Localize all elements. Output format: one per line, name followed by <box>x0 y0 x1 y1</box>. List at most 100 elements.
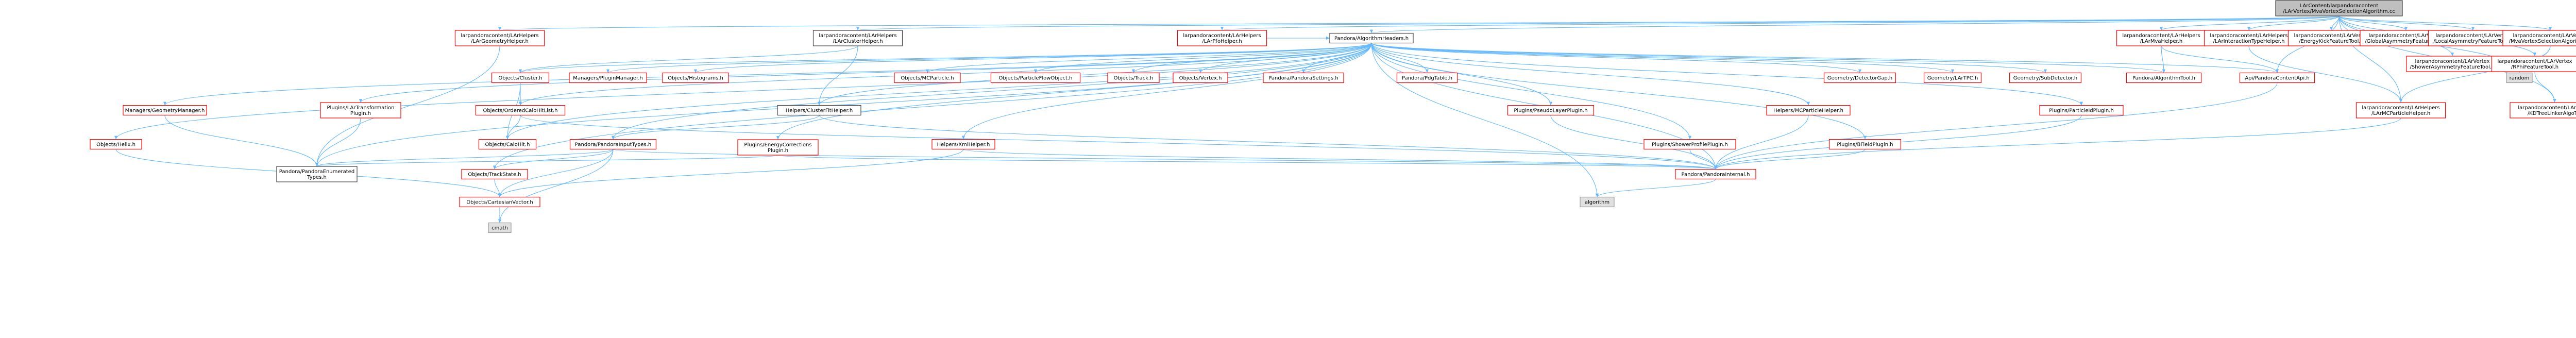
graph-node-lartpc[interactable]: Geometry/LArTPC.h <box>1923 72 1982 83</box>
graph-node-mvavtxsel[interactable]: larpandoracontent/LArVertex/MvaVertexSel… <box>2502 30 2576 46</box>
graph-node-mcparticle[interactable]: Objects/MCParticle.h <box>894 72 961 83</box>
graph-node-pdgtable[interactable]: Pandora/PdgTable.h <box>1396 72 1458 83</box>
edge-mvahelper-to-algtool <box>2161 45 2166 73</box>
graph-node-kdtree[interactable]: larpandoracontent/LArUtility/KDTreeLinke… <box>2510 102 2576 119</box>
node-box <box>990 72 1081 83</box>
graph-node-bfield[interactable]: Plugins/BFieldPlugin.h <box>1828 139 1902 150</box>
graph-node-geomhelper[interactable]: larpandoracontent/LArHelpers/LArGeometry… <box>454 30 545 46</box>
edge-root-to-mvavtxsel <box>2338 15 2552 31</box>
graph-node-subdetector[interactable]: Geometry/SubDetector.h <box>2009 72 2082 83</box>
graph-node-pfo[interactable]: Objects/ParticleFlowObject.h <box>990 72 1081 83</box>
graph-node-orderedcalo[interactable]: Objects/OrderedCaloHitList.h <box>475 105 566 116</box>
node-label: Objects/TrackState.h <box>468 172 521 178</box>
edge-geommgr-to-enumerated <box>164 115 319 167</box>
edge-pandoraalgheaders-to-pandorainputtypes <box>612 43 1372 140</box>
node-label: Pandora/PdgTable.h <box>1402 76 1452 81</box>
graph-node-pandorasettings[interactable]: Pandora/PandoraSettings.h <box>1263 72 1344 83</box>
graph-node-cartesian[interactable]: Objects/CartesianVector.h <box>459 196 540 208</box>
node-box <box>1507 105 1595 116</box>
edge-root-to-globalasym <box>2338 15 2408 31</box>
node-label: /MvaVertexSelectionAlgorithm.h <box>2509 39 2576 44</box>
graph-node-geommgr[interactable]: Managers/GeometryManager.h <box>123 105 207 116</box>
node-label: random <box>2510 76 2530 81</box>
node-label: Api/PandoraContentApi.h <box>2245 76 2309 81</box>
edge-clusterhelper-to-clusterfithelper <box>817 45 858 106</box>
node-box <box>2491 56 2576 72</box>
graph-node-showerasym[interactable]: larpandoracontent/LArVertex/ShowerAsymme… <box>2406 56 2499 72</box>
edge-root-to-mvahelper <box>2160 15 2340 31</box>
edge-pandoraalgheaders-to-clusterfithelper <box>818 43 1372 106</box>
node-label: Objects/Histograms.h <box>668 76 723 81</box>
node-box <box>2239 72 2315 83</box>
node-label: Pandora/PandoraInputTypes.h <box>575 142 651 148</box>
edge-pandoraalgheaders-to-lartpc <box>1371 43 1954 73</box>
edge-pandoraalgheaders-to-detectorgap <box>1371 43 1861 73</box>
graph-node-clusterhelper[interactable]: larpandoracontent/LArHelpers/LArClusterH… <box>812 30 903 46</box>
edge-mcparticlehelper-to-pandorainternal <box>1714 115 1809 170</box>
node-label: cmath <box>492 226 508 231</box>
graph-node-mcparticlehelperlar[interactable]: larpandoracontent/LArHelpers/LArMCPartic… <box>2355 102 2446 119</box>
graph-node-mvahelper[interactable]: larpandoracontent/LArHelpers/LArMvaHelpe… <box>2116 30 2207 46</box>
edge-trackstate-to-cartesian <box>494 179 502 197</box>
node-label: Geometry/LArTPC.h <box>1927 76 1978 81</box>
graph-node-trackstate[interactable]: Objects/TrackState.h <box>461 168 528 180</box>
node-box <box>1107 72 1160 83</box>
graph-node-histograms[interactable]: Objects/Histograms.h <box>662 72 729 83</box>
edge-pandoraalgheaders-to-contentapi <box>1371 43 2279 73</box>
graph-node-pandorainternal[interactable]: Pandora/PandoraInternal.h <box>1675 168 1756 180</box>
edge-pandoraalgheaders-to-bfield <box>1371 43 1867 140</box>
graph-node-calohit[interactable]: Objects/CaloHit.h <box>478 139 537 150</box>
edge-pandoraalgheaders-to-algorithm <box>1371 43 1599 197</box>
graph-node-clusterfithelper[interactable]: Helpers/ClusterFitHelper.h <box>777 105 861 116</box>
node-label: Managers/PluginManager.h <box>573 76 642 81</box>
node-label: /LArVertex/MvaVertexSelectionAlgorithm.c… <box>2283 9 2395 14</box>
node-box <box>459 196 540 208</box>
node-box <box>454 30 545 46</box>
graph-node-pandoraalgheaders[interactable]: Pandora/AlgorithmHeaders.h <box>1329 32 1414 44</box>
node-box <box>2406 56 2499 72</box>
node-box <box>2116 30 2207 46</box>
edge-interactiontype-to-mcparticlehelperlar <box>2248 45 2403 103</box>
node-box <box>1675 168 1756 180</box>
node-label: larpandoracontent/LArVertex <box>2497 59 2572 64</box>
node-label: Objects/ParticleFlowObject.h <box>998 76 1072 81</box>
graph-node-cmath: cmath <box>488 222 512 233</box>
edge-clusterhelper-to-cluster <box>519 45 858 73</box>
node-box <box>320 102 401 119</box>
graph-node-contentapi[interactable]: Api/PandoraContentApi.h <box>2239 72 2315 83</box>
graph-node-particleid[interactable]: Plugins/ParticleIdPlugin.h <box>2039 105 2124 116</box>
graph-node-pandorainputtypes[interactable]: Pandora/PandoraInputTypes.h <box>569 139 657 150</box>
edge-pandoraalgheaders-to-calohit <box>506 43 1372 140</box>
edge-root-to-geomhelper <box>499 15 2340 31</box>
graph-node-algtool[interactable]: Pandora/AlgorithmTool.h <box>2126 72 2202 83</box>
graph-node-interactiontype[interactable]: larpandoracontent/LArHelpers/LArInteract… <box>2204 30 2294 46</box>
graph-node-cluster[interactable]: Objects/Cluster.h <box>491 72 550 83</box>
node-label: larpandoracontent/LArUtility <box>2518 105 2576 111</box>
graph-node-rphi[interactable]: larpandoracontent/LArVertex/RPhiFeatureT… <box>2491 56 2576 72</box>
node-box <box>123 105 207 116</box>
graph-node-vertex[interactable]: Objects/Vertex.h <box>1173 72 1228 83</box>
graph-node-mcparticlehelper[interactable]: Helpers/MCParticleHelper.h <box>1766 105 1851 116</box>
node-box <box>1329 32 1414 44</box>
node-box <box>2510 102 2576 119</box>
edge-pandoraalgheaders-to-pseudolayer <box>1371 43 1553 106</box>
graph-node-helix[interactable]: Objects/Helix.h <box>90 139 142 150</box>
edge-pandorainputtypes-to-cartesian <box>498 149 614 197</box>
graph-node-detectorgap[interactable]: Geometry/DetectorGap.h <box>1823 72 1896 83</box>
node-box <box>2126 72 2202 83</box>
graph-node-pseudolayer[interactable]: Plugins/PseudoLayerPlugin.h <box>1507 105 1595 116</box>
node-label: /LArInteractionTypeHelper.h <box>2213 39 2284 44</box>
graph-node-pfohelper[interactable]: larpandoracontent/LArHelpers/LArPfoHelpe… <box>1177 30 1267 46</box>
graph-node-xmlhelper[interactable]: Helpers/XmlHelper.h <box>931 139 995 150</box>
graph-node-showerprofile[interactable]: Plugins/ShowerProfilePlugin.h <box>1643 139 1736 150</box>
graph-node-track[interactable]: Objects/Track.h <box>1107 72 1160 83</box>
node-box <box>569 139 657 150</box>
node-box <box>1823 72 1896 83</box>
edge-pandoraalgheaders-to-pdgtable <box>1371 43 1429 73</box>
node-label: larpandoracontent/LArVertex <box>2415 59 2489 64</box>
graph-node-pluginmgr[interactable]: Managers/PluginManager.h <box>569 72 647 83</box>
edge-pseudolayer-to-pandorainternal <box>1550 115 1718 170</box>
